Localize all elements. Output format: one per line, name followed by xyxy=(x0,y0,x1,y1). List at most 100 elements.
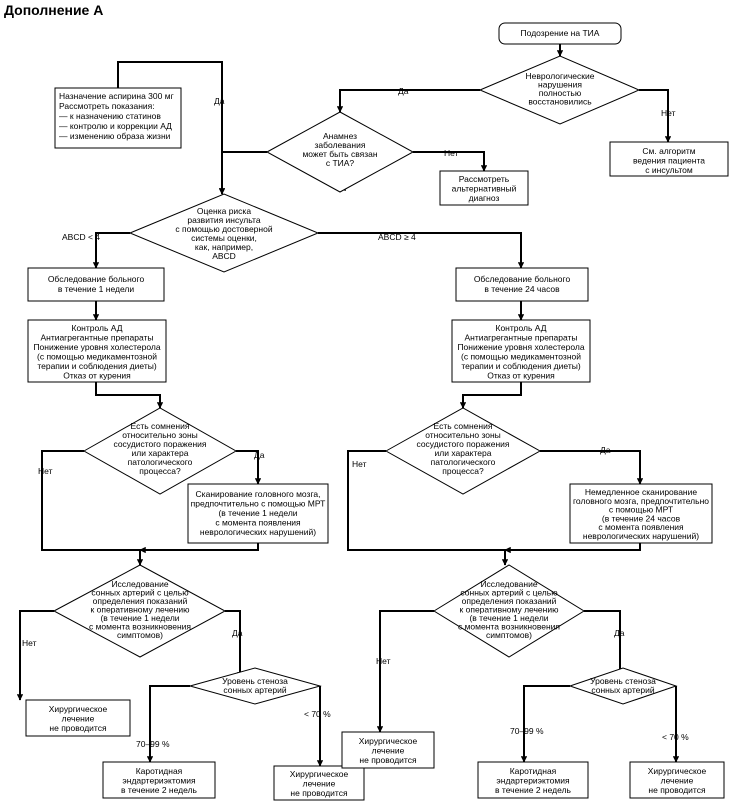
decision-q2 xyxy=(265,111,415,193)
node-line: относительно зоны xyxy=(122,430,198,440)
node-line: Контроль АД xyxy=(496,323,547,333)
exam-left-box xyxy=(27,267,165,302)
node-line: полностью xyxy=(539,88,582,98)
node-line: процесса? xyxy=(139,466,181,476)
node-line: — к назначению статинов xyxy=(59,111,161,121)
node-line: не проводится xyxy=(290,788,348,798)
node-line: Уровень стеноза xyxy=(590,676,656,686)
node-line: Понижение уровня холестерола xyxy=(457,342,584,352)
node-line: Хирургическое xyxy=(290,769,349,779)
label-stenosis-right-low: < 70 % xyxy=(662,732,689,742)
no-surgery-left-1 xyxy=(25,699,131,737)
node-line: сосудистого поражения xyxy=(416,439,509,449)
node-line: Каротидная xyxy=(136,766,183,776)
connectors xyxy=(16,44,680,767)
node-line: или характера xyxy=(132,448,189,458)
node-line: не проводится xyxy=(49,723,107,733)
decision-doubt-left xyxy=(82,407,238,495)
label-doubt-left-yes: Да xyxy=(254,450,265,460)
scan-left-box xyxy=(187,483,329,544)
node-line: Обследование больного xyxy=(48,274,145,284)
node-line: с момента появления xyxy=(215,518,301,528)
label-abcd-high: ABCD ≥ 4 xyxy=(378,232,416,242)
node-line: Рассмотреть xyxy=(459,174,510,184)
start-terminal xyxy=(498,22,622,45)
node-line: Контроль АД xyxy=(72,323,123,333)
label-abcd-low: ABCD < 4 xyxy=(62,232,100,242)
node-line: сонных артерий xyxy=(223,685,286,695)
node-line: головного мозга, предпочтительно xyxy=(573,496,709,506)
node-line: или характера xyxy=(435,448,492,458)
node-line: относительно зоны xyxy=(425,430,501,440)
node-text-scan-l: Сканирование головного мозга,предпочтите… xyxy=(191,489,326,537)
node-line: — изменению образа жизни xyxy=(59,131,171,141)
label-carotid-left-yes: Да xyxy=(232,628,243,638)
node-line: лечение xyxy=(661,776,694,786)
node-line: заболевания xyxy=(315,140,366,150)
node-line: Есть сомнения xyxy=(434,421,493,431)
no-surgery-right-1 xyxy=(341,731,435,769)
label-q1-yes: Да xyxy=(398,86,409,96)
node-line: Исследование xyxy=(480,579,537,589)
node-line: с помощью МРТ xyxy=(609,505,673,515)
aspirin-box xyxy=(54,87,182,149)
node-line: ABCD xyxy=(212,251,236,261)
node-line: эндартериэктомия xyxy=(122,776,196,786)
decision-risk xyxy=(128,193,320,273)
node-line: Анамнез xyxy=(323,131,357,141)
label-q2-no: Нет xyxy=(444,148,459,158)
node-line: Сканирование головного мозга, xyxy=(196,489,321,499)
decision-carotid-right xyxy=(433,564,585,658)
node-line: в течение 2 недель xyxy=(495,785,571,795)
node-line: Антиагрегантные препараты xyxy=(40,333,153,343)
label-stenosis-right-high: 70–99 % xyxy=(510,726,544,736)
treatment-right-box xyxy=(451,319,591,383)
shapes xyxy=(25,22,729,801)
node-line: (в течение 1 недели xyxy=(100,613,179,623)
node-line: (с помощью медикаментозной xyxy=(461,352,581,362)
label-carotid-left-no: Нет xyxy=(22,638,37,648)
node-line: Каротидная xyxy=(510,766,557,776)
node-line: симптомов) xyxy=(486,630,532,640)
label-carotid-right-yes: Да xyxy=(614,628,625,638)
node-line: системы оценки, xyxy=(191,233,257,243)
node-line: как, например, xyxy=(195,242,253,252)
node-line: терапии и соблюдения диеты) xyxy=(37,361,157,371)
node-line: (в течение 1 недели xyxy=(218,508,297,518)
node-line: Исследование xyxy=(111,579,168,589)
node-line: Хирургическое xyxy=(648,766,707,776)
label-doubt-right-no: Нет xyxy=(352,459,367,469)
no-surgery-right-2 xyxy=(629,761,725,799)
node-line: См. алгоритм xyxy=(642,146,695,156)
node-line: процесса? xyxy=(442,466,484,476)
node-line: может быть связан xyxy=(302,149,377,159)
node-line: восстановились xyxy=(528,97,592,107)
node-line: предпочтительно с помощью МРТ xyxy=(191,499,326,509)
decision-carotid-left xyxy=(52,564,227,658)
node-line: неврологических нарушений) xyxy=(583,531,699,541)
label-doubt-left-no: Нет xyxy=(38,466,53,476)
node-line: сонных артерий xyxy=(591,685,654,695)
scan-right-box xyxy=(569,483,713,544)
node-line: Рассмотреть показания: xyxy=(59,101,155,111)
node-line: Уровень стеноза xyxy=(222,676,288,686)
node-line: (в течение 1 недели xyxy=(469,613,548,623)
node-line: диагноз xyxy=(469,193,500,203)
node-line: с ТИА? xyxy=(326,158,355,168)
label-stenosis-left-low: < 70 % xyxy=(304,709,331,719)
node-line: в течение 24 часов xyxy=(484,284,560,294)
node-line: определения показаний xyxy=(93,596,188,606)
node-line: в течение 2 недель xyxy=(121,785,197,795)
